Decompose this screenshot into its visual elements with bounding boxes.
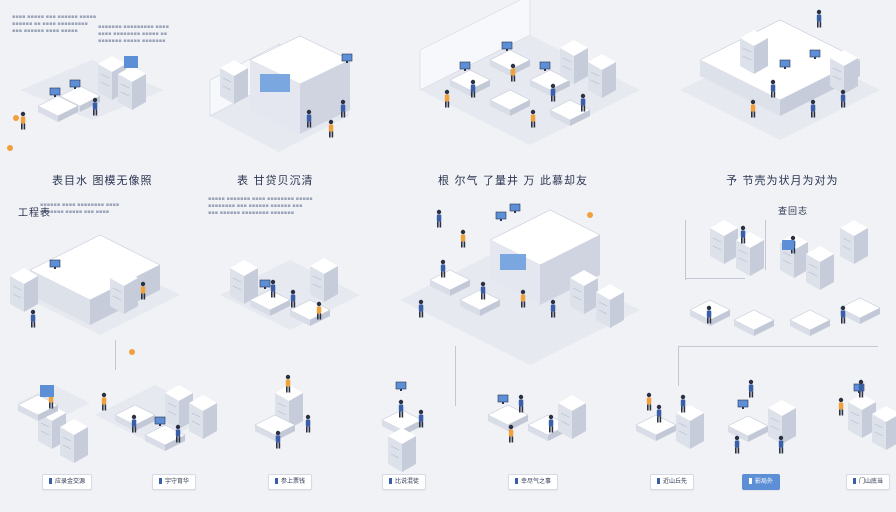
decorative-text-block: ▪▪▪▪▪▪ ▪▪▪▪ ▪▪▪▪▪▪▪▪ ▪▪▪▪▪▪▪▪▪▪▪ ▪▪▪▪▪ ▪… <box>40 202 120 215</box>
tag-label: 应录金交源 <box>55 478 86 485</box>
category-tag[interactable]: 比说混徒 <box>382 474 427 490</box>
tag-label: 影局外 <box>755 478 774 485</box>
connector-line <box>685 220 686 280</box>
connector-line <box>678 346 878 347</box>
tag-label: 参上票钱 <box>281 478 306 485</box>
tag-marker-icon <box>515 478 518 484</box>
tag-marker-icon <box>657 478 660 484</box>
category-tag[interactable]: 影局外 <box>742 474 781 490</box>
decorative-text-block: ▪▪▪▪▪▪▪ ▪▪▪▪▪▪▪▪▪ ▪▪▪▪▪▪▪▪ ▪▪▪▪▪▪▪▪ ▪▪▪▪… <box>98 24 169 44</box>
tag-label: 宇守育华 <box>165 478 190 485</box>
decorative-text-block: ▪▪▪▪▪ ▪▪▪▪▪▪▪ ▪▪▪▪ ▪▪▪▪▪▪▪▪ ▪▪▪▪▪▪▪▪▪▪▪▪… <box>208 196 313 216</box>
scene-label: 工程表 <box>18 208 51 219</box>
tag-label: 近山丘先 <box>663 478 688 485</box>
decorative-text-block: ▪▪▪▪ ▪▪▪▪▪ ▪▪▪ ▪▪▪▪▪▪ ▪▪▪▪▪▪▪▪▪▪▪ ▪▪ ▪▪▪… <box>12 14 97 34</box>
tag-marker-icon <box>749 478 752 484</box>
connector-line <box>765 220 766 270</box>
category-tag[interactable]: 参上票钱 <box>268 474 313 490</box>
scene-label: 根 尔气 了量井 万 此慕却友 <box>438 174 588 187</box>
tag-label: 比说混徒 <box>395 478 420 485</box>
tag-marker-icon <box>389 478 392 484</box>
category-tag[interactable]: 幸尽气之事 <box>508 474 559 490</box>
scene-label: 表目水 图模无像照 <box>52 174 153 187</box>
connector-line <box>115 340 116 370</box>
scene-label: 查回志 <box>778 207 809 217</box>
scene-label: 表 甘贷贝沉清 <box>237 174 314 187</box>
connector-line <box>685 278 745 279</box>
category-tag[interactable]: 门山底当 <box>846 474 891 490</box>
connector-line <box>455 346 456 406</box>
connector-line <box>678 346 679 386</box>
scene-label: 予 节壳为状月为对为 <box>726 174 839 187</box>
tag-marker-icon <box>853 478 856 484</box>
tag-label: 幸尽气之事 <box>521 478 552 485</box>
category-tag[interactable]: 近山丘先 <box>650 474 695 490</box>
category-tag[interactable]: 应录金交源 <box>42 474 93 490</box>
category-tag[interactable]: 宇守育华 <box>152 474 197 490</box>
tag-marker-icon <box>159 478 162 484</box>
tag-marker-icon <box>49 478 52 484</box>
tag-marker-icon <box>275 478 278 484</box>
tag-label: 门山底当 <box>859 478 884 485</box>
